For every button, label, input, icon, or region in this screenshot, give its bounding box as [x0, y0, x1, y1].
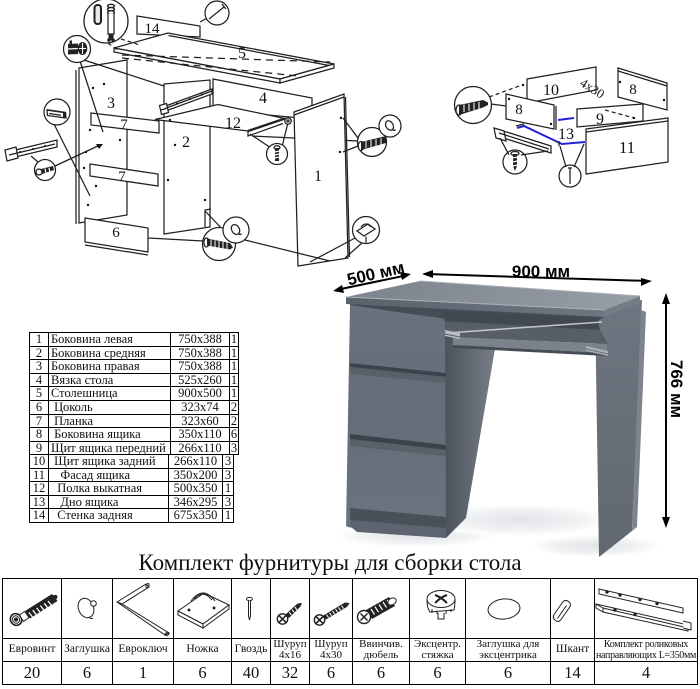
svg-text:5: 5 — [238, 45, 246, 62]
svg-text:11: 11 — [619, 138, 635, 157]
svg-text:4х30: 4х30 — [577, 75, 607, 101]
svg-text:900 мм: 900 мм — [512, 262, 570, 281]
svg-text:8: 8 — [629, 82, 637, 98]
svg-text:13: 13 — [558, 126, 574, 143]
svg-text:500 мм: 500 мм — [345, 258, 406, 290]
svg-text:8: 8 — [515, 102, 523, 118]
svg-text:7: 7 — [118, 169, 126, 185]
svg-text:2: 2 — [182, 134, 190, 151]
svg-text:7: 7 — [120, 117, 128, 133]
svg-text:3: 3 — [107, 95, 115, 112]
svg-text:6: 6 — [112, 225, 120, 241]
svg-text:1: 1 — [314, 168, 322, 185]
svg-text:766 мм: 766 мм — [667, 360, 686, 418]
svg-text:4: 4 — [259, 90, 267, 107]
svg-text:14: 14 — [145, 21, 161, 37]
svg-text:10: 10 — [543, 82, 559, 99]
svg-text:12: 12 — [225, 115, 241, 132]
svg-text:9: 9 — [596, 111, 604, 128]
